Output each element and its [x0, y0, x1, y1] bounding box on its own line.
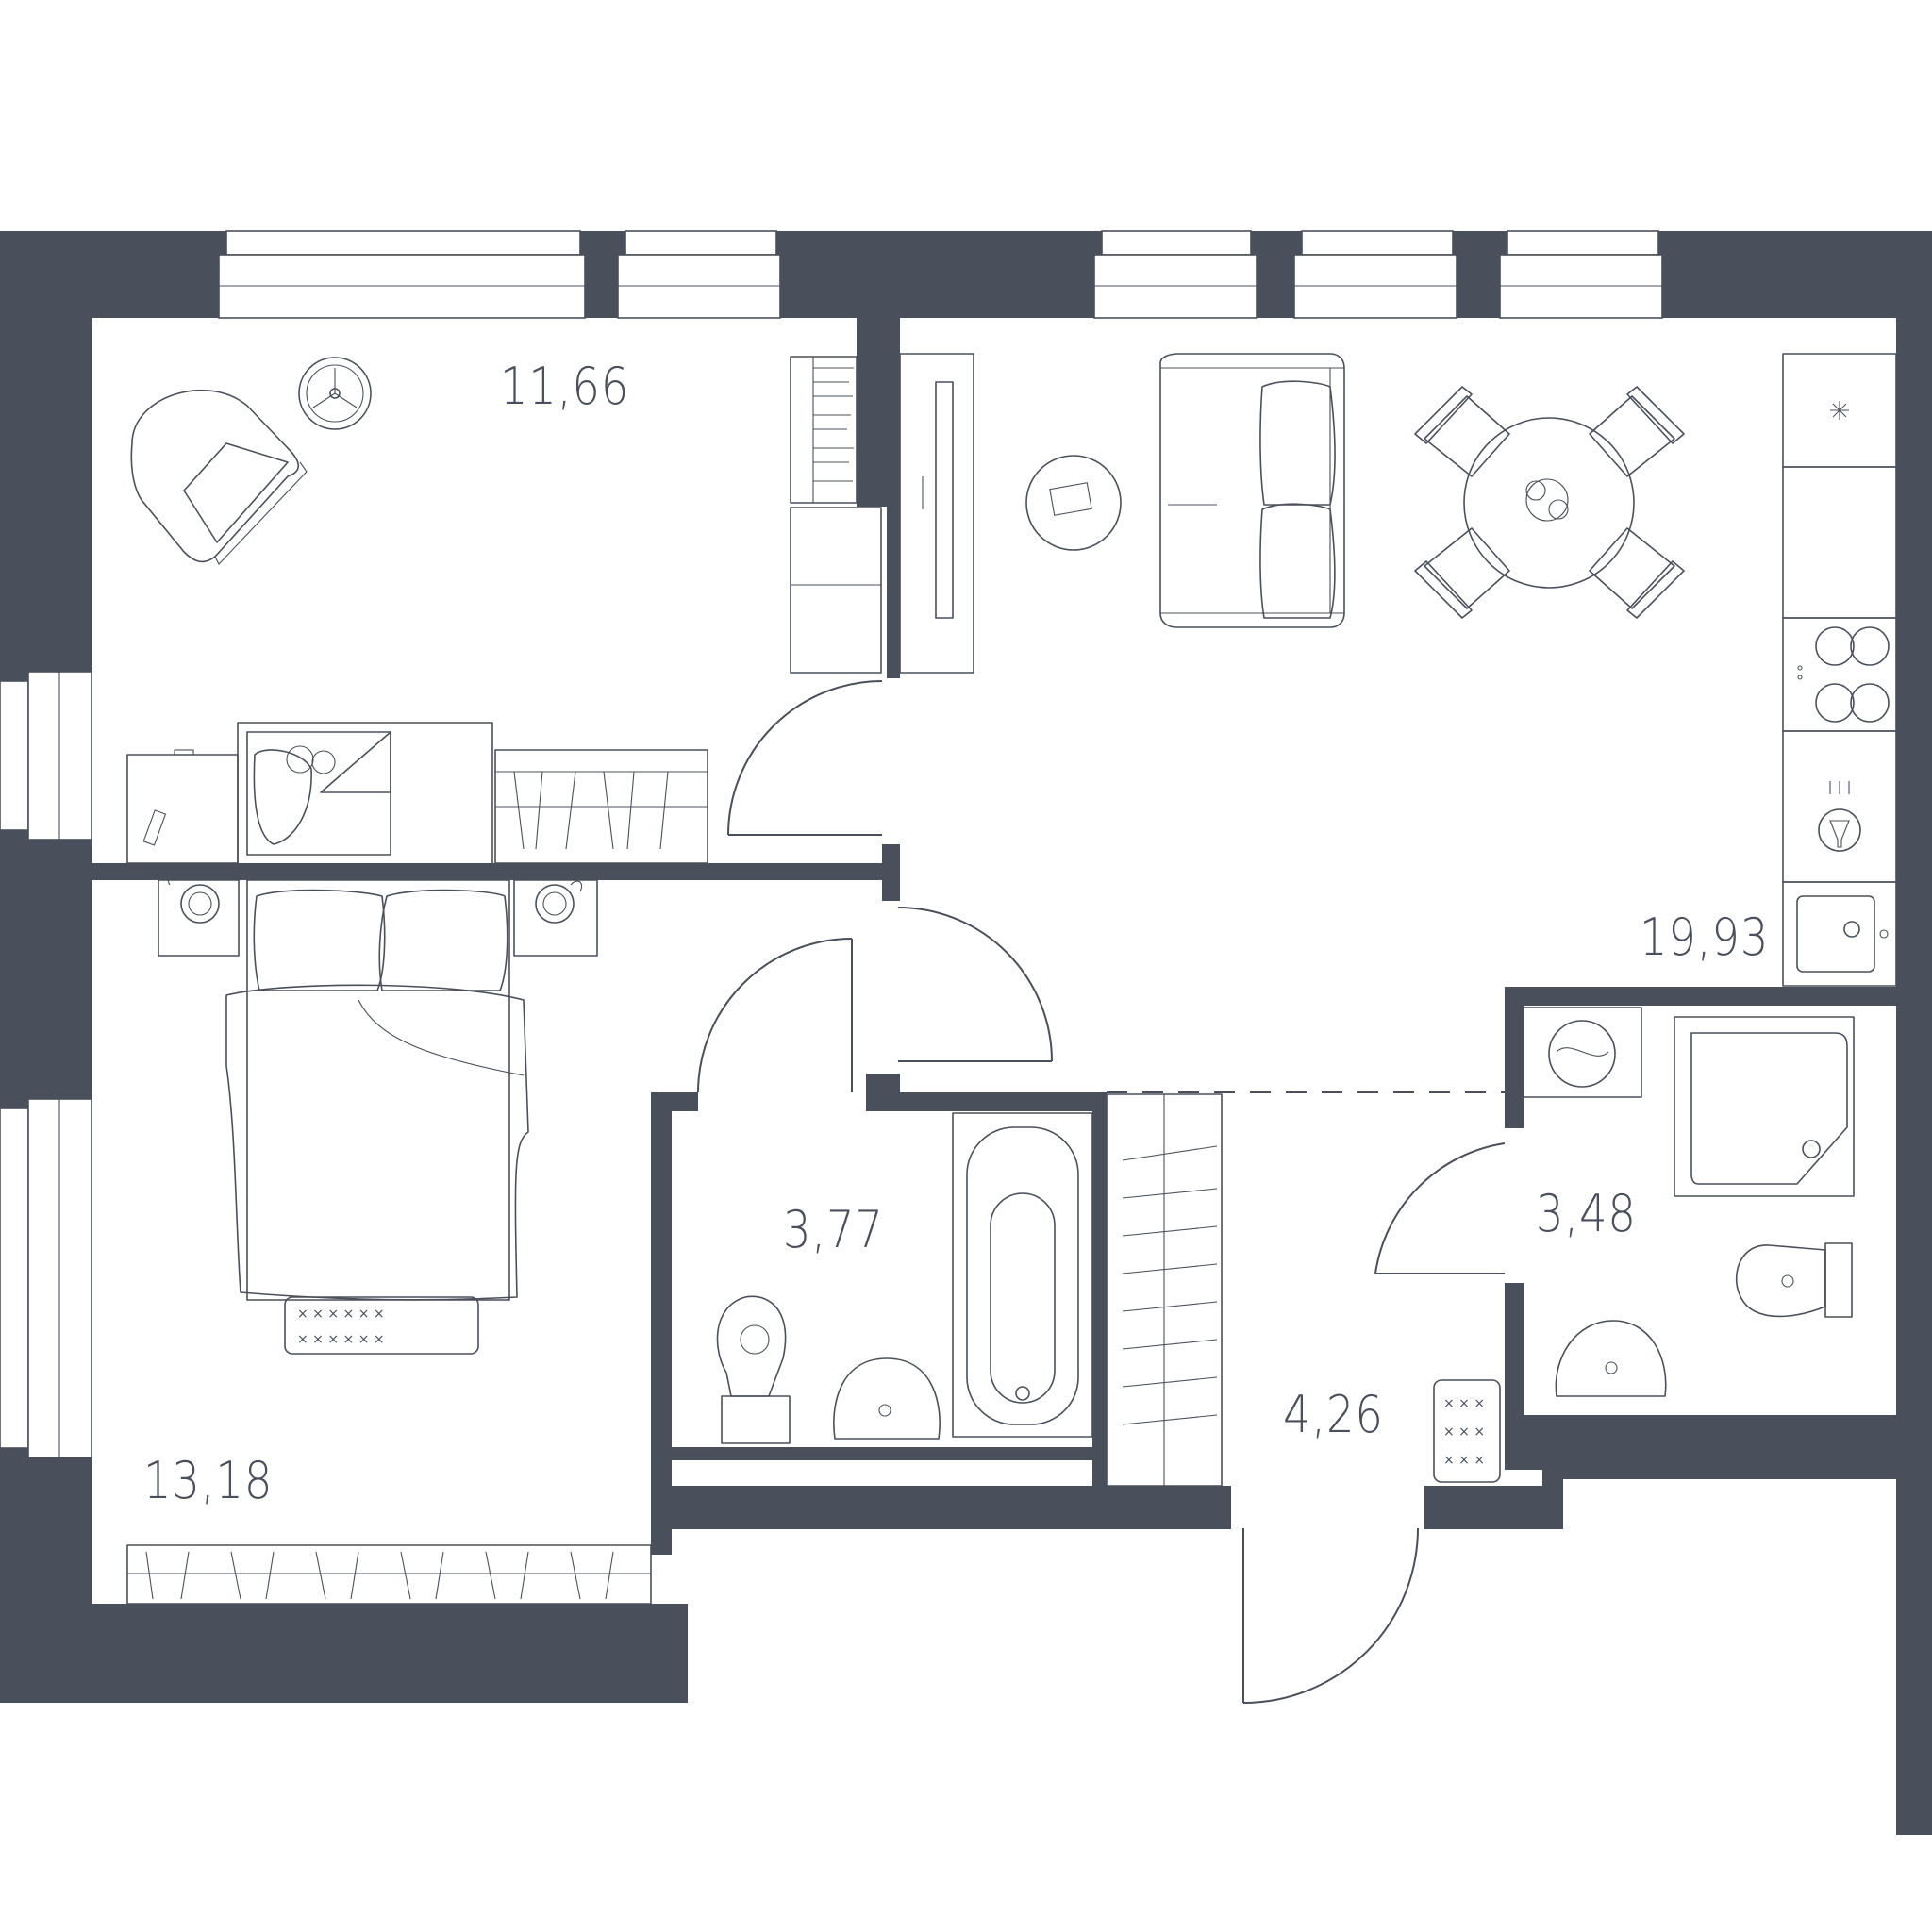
windows	[0, 230, 1663, 1458]
room-area-kitchen: 19,93	[1640, 908, 1770, 967]
kitchen-unit-icon	[1782, 353, 1897, 619]
doors	[697, 680, 1506, 1704]
room-area-bedroom: 13,18	[143, 1451, 274, 1510]
coffee-table-icon	[1025, 455, 1122, 551]
toilet-icon	[716, 1295, 791, 1444]
walls	[0, 231, 1932, 1835]
stove-icon	[1782, 617, 1897, 732]
svg-text:× × × × × ×: × × × × × ×	[297, 1307, 385, 1322]
shower-sink-icon	[1555, 1320, 1667, 1397]
washing-machine-icon	[1523, 1007, 1642, 1098]
nightstand-right-icon	[513, 879, 598, 957]
room-area-living: 11,66	[500, 357, 630, 416]
armchair-icon	[130, 390, 308, 565]
desk-icon	[126, 749, 239, 864]
bathtub-icon	[952, 1112, 1093, 1438]
room-area-shower: 3,48	[1536, 1184, 1637, 1243]
bedside-rug-icon: × × × × × × × × × × × ×	[284, 1296, 479, 1355]
sofa-icon	[1159, 353, 1345, 628]
bed-icon	[225, 879, 529, 1301]
dining-table-icon	[1414, 386, 1685, 619]
room-area-hallway: 4,26	[1283, 1385, 1384, 1444]
nightstand-left-icon	[158, 875, 240, 957]
svg-text:× × ×: × × ×	[1443, 1453, 1485, 1468]
bookshelf-icon	[790, 356, 882, 674]
svg-text:× × ×: × × ×	[1443, 1396, 1485, 1411]
svg-text:× × × × × ×: × × × × × ×	[297, 1332, 385, 1347]
hallway-wardrobe-icon	[1106, 1093, 1223, 1487]
dishwasher-icon	[1782, 730, 1897, 883]
child-bed-icon	[237, 722, 493, 865]
bedroom-wardrobe-icon	[126, 1544, 652, 1605]
svg-text:× × ×: × × ×	[1443, 1424, 1485, 1440]
sink-icon	[1782, 881, 1897, 987]
tv-stand-icon	[899, 353, 974, 674]
floor-lamp-icon	[298, 357, 372, 430]
door-mat-icon: × × × × × × × × ×	[1433, 1379, 1501, 1483]
bath-sink-icon	[833, 1357, 941, 1440]
wardrobe-icon	[494, 749, 708, 864]
shower-toilet-icon	[1735, 1242, 1853, 1318]
shower-icon	[1674, 1016, 1855, 1197]
room-area-bathroom: 3,77	[783, 1200, 884, 1259]
